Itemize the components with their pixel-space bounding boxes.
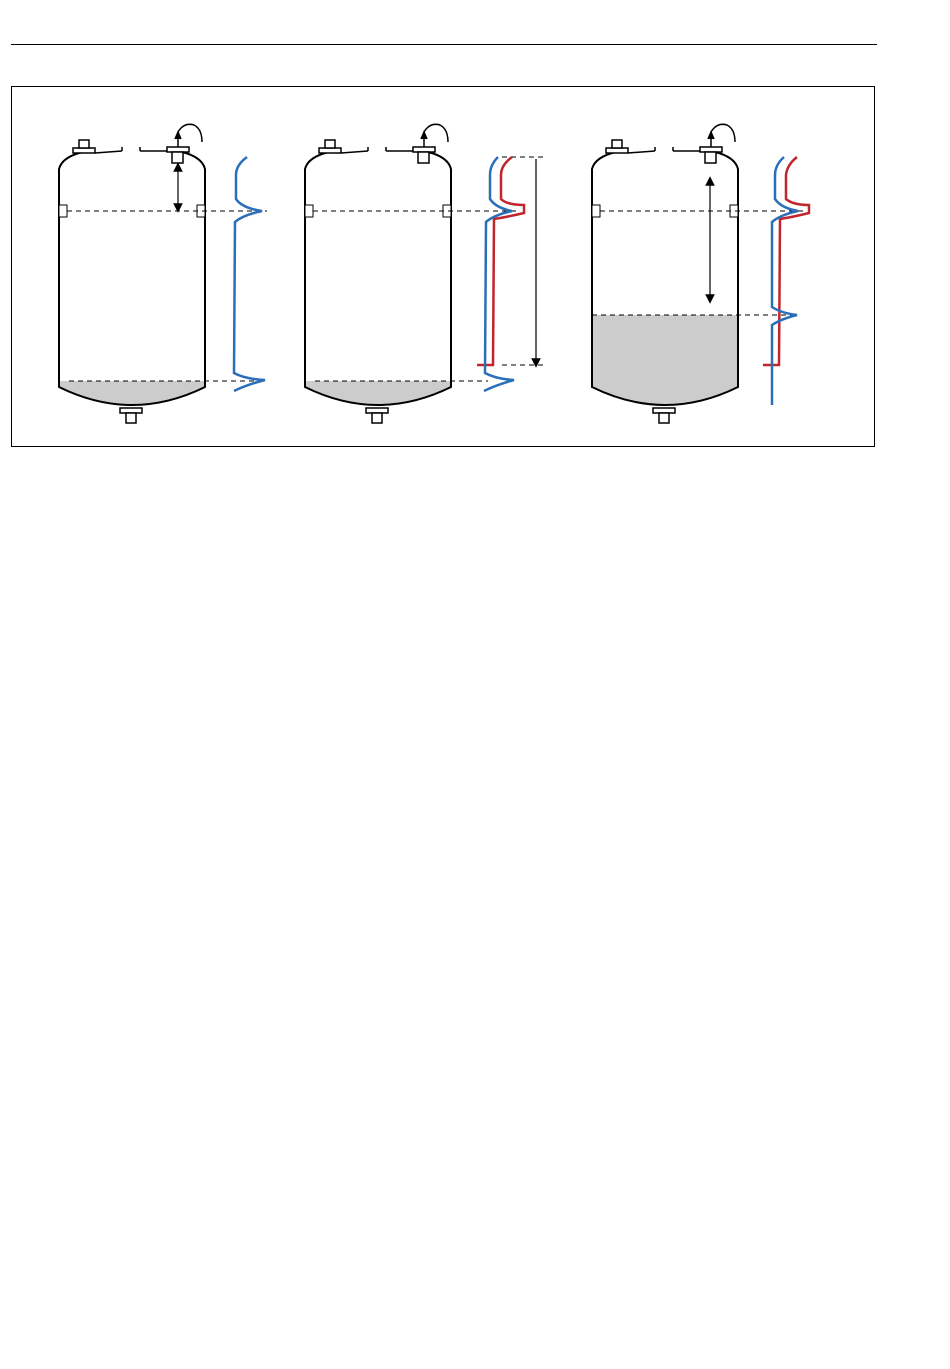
tank-liquid xyxy=(305,381,451,405)
interference-marker-left xyxy=(592,205,600,217)
top-nozzle xyxy=(606,140,655,153)
tank-outline xyxy=(305,152,451,405)
tank-outline xyxy=(59,152,205,405)
interference-marker-left xyxy=(59,205,67,217)
panel-2 xyxy=(305,124,546,423)
interference-marker-left xyxy=(305,205,313,217)
level-sensor xyxy=(673,124,735,163)
level-sensor xyxy=(140,124,202,163)
header-rule xyxy=(11,44,877,45)
figure-frame xyxy=(11,86,875,447)
panel-1 xyxy=(59,124,267,423)
tank-echo-diagram xyxy=(12,87,874,446)
bottom-nozzle xyxy=(653,408,675,423)
echo-curve xyxy=(234,157,265,391)
bottom-nozzle xyxy=(120,408,142,423)
top-nozzle xyxy=(319,140,368,153)
tank-liquid xyxy=(59,381,205,405)
level-sensor xyxy=(386,124,448,163)
top-nozzle xyxy=(73,140,122,153)
bottom-nozzle xyxy=(366,408,388,423)
echo-curve xyxy=(484,157,514,391)
tank-liquid xyxy=(592,315,738,405)
reference-curve xyxy=(763,157,809,365)
panel-3 xyxy=(592,124,809,423)
